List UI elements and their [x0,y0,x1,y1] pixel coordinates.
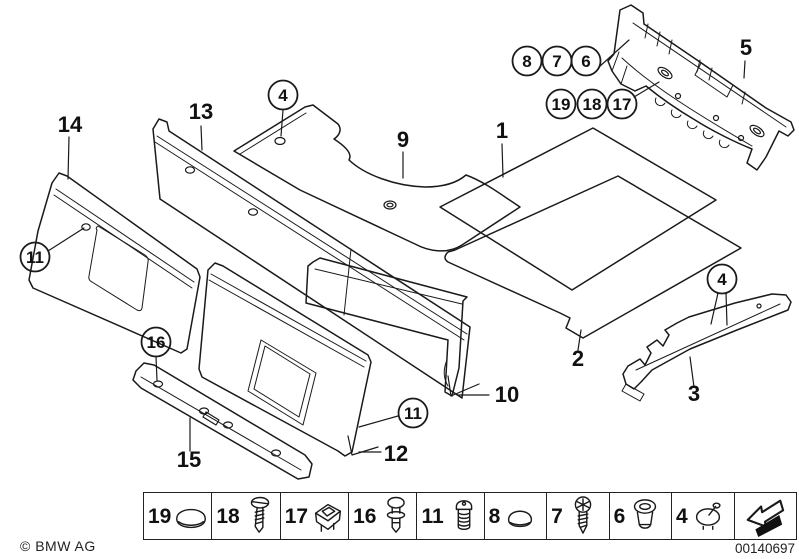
circled-callout-7[interactable]: 7 [541,45,573,77]
callout-part-3[interactable]: 3 [688,381,700,406]
legend-label-18: 18 [216,504,240,528]
legend-label-19: 19 [148,504,172,528]
circled-callout-8[interactable]: 8 [511,45,543,77]
part-14-side-trim-panel [28,172,201,354]
circled-label-19[interactable]: 19 [552,95,571,114]
part-2-floor-mat-lower [444,175,742,339]
circled-callout-18[interactable]: 18 [576,88,608,120]
circled-label-8[interactable]: 8 [522,52,531,71]
callout-part-12[interactable]: 12 [384,441,408,466]
legend-item-18[interactable]: 18 [211,493,279,539]
callout-part-1[interactable]: 1 [496,118,508,143]
dome-cap-icon [508,510,533,528]
chevron-part-12 [347,435,379,456]
plain-callouts: 14 13 9 1 5 2 3 10 12 15 [58,35,752,472]
circled-callout-19[interactable]: 19 [545,88,577,120]
legend-item-8[interactable]: 8 [483,493,546,539]
part-1-floor-mat [439,127,717,291]
circled-callout-11-left[interactable]: 11 [19,241,51,273]
callout-part-14[interactable]: 14 [58,112,83,137]
part-15-sill-strip [132,362,313,480]
grommet-icon [634,499,657,529]
circled-callout-6[interactable]: 6 [570,45,602,77]
callout-part-2[interactable]: 2 [572,346,584,371]
part-3-support-bracket [621,293,792,402]
legend-item-16[interactable]: 16 [348,493,416,539]
legend-label-4: 4 [676,504,688,528]
legend-item-4[interactable]: 4 [671,493,733,539]
callout-part-10[interactable]: 10 [495,382,519,407]
slotted-screw-icon [250,496,269,533]
legend-label-8: 8 [488,504,501,528]
chevron-part-10 [447,375,480,397]
cover-cap-icon [695,502,721,531]
callout-part-9[interactable]: 9 [397,127,409,152]
fastener-legend: 19 18 17 16 [143,492,797,540]
callout-part-15[interactable]: 15 [177,447,201,472]
circled-label-11-left[interactable]: 11 [26,248,44,267]
legend-label-11: 11 [421,504,444,528]
legend-item-17[interactable]: 17 [279,493,348,539]
phillips-screw-icon [574,496,592,534]
leader-lines [47,39,746,456]
circled-label-4-right[interactable]: 4 [717,270,727,289]
legend-label-6: 6 [613,504,626,528]
circled-label-4[interactable]: 4 [278,86,288,105]
circled-callout-16[interactable]: 16 [140,326,172,358]
circled-label-7[interactable]: 7 [552,52,561,71]
circled-label-6[interactable]: 6 [581,52,590,71]
circled-callout-17[interactable]: 17 [606,88,638,120]
circled-label-17[interactable]: 17 [613,95,632,114]
circled-label-18[interactable]: 18 [583,95,602,114]
callout-part-13[interactable]: 13 [189,99,213,124]
legend-label-17: 17 [284,504,309,528]
legend-item-11[interactable]: 11 [416,493,483,539]
cap-plug-icon [176,508,207,529]
screw-rivet-icon [455,500,472,531]
legend-item-7[interactable]: 7 [546,493,608,539]
part-9-shelf-trim-panel [233,104,521,252]
circled-label-11-mid[interactable]: 11 [404,404,422,423]
legend-item-6[interactable]: 6 [608,493,671,539]
document-number: 00140697 [735,541,796,556]
circled-callout-4-right[interactable]: 4 [706,263,738,295]
copyright-notice: © BMW AG [20,538,96,554]
callout-part-5[interactable]: 5 [740,35,752,60]
legend-item-19[interactable]: 19 [144,493,211,539]
continuation-arrow-icon [746,499,784,538]
legend-item-continuation[interactable] [733,493,796,539]
part-12-trim-panel [198,262,372,457]
legend-label-16: 16 [353,504,377,528]
expansion-nut-icon [315,503,342,532]
circled-label-16[interactable]: 16 [147,333,166,352]
circled-callout-11-mid[interactable]: 11 [397,397,429,429]
part-13-side-trim-panel [152,118,471,399]
plastic-rivet-icon [387,496,406,533]
legend-label-7: 7 [551,504,563,528]
circled-callout-4-top[interactable]: 4 [267,79,299,111]
part-5-rear-trim-panel [607,4,795,171]
